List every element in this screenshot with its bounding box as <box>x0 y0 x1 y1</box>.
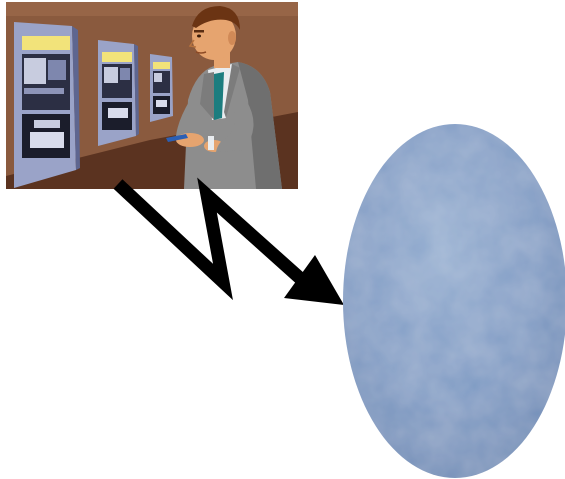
lightning-arrow-icon <box>118 184 344 305</box>
atm-machine <box>98 40 139 146</box>
atm-machine <box>14 22 80 188</box>
atm-machine <box>150 54 173 122</box>
blue-ellipse <box>343 124 565 478</box>
person-at-atm-clipart <box>6 2 298 189</box>
